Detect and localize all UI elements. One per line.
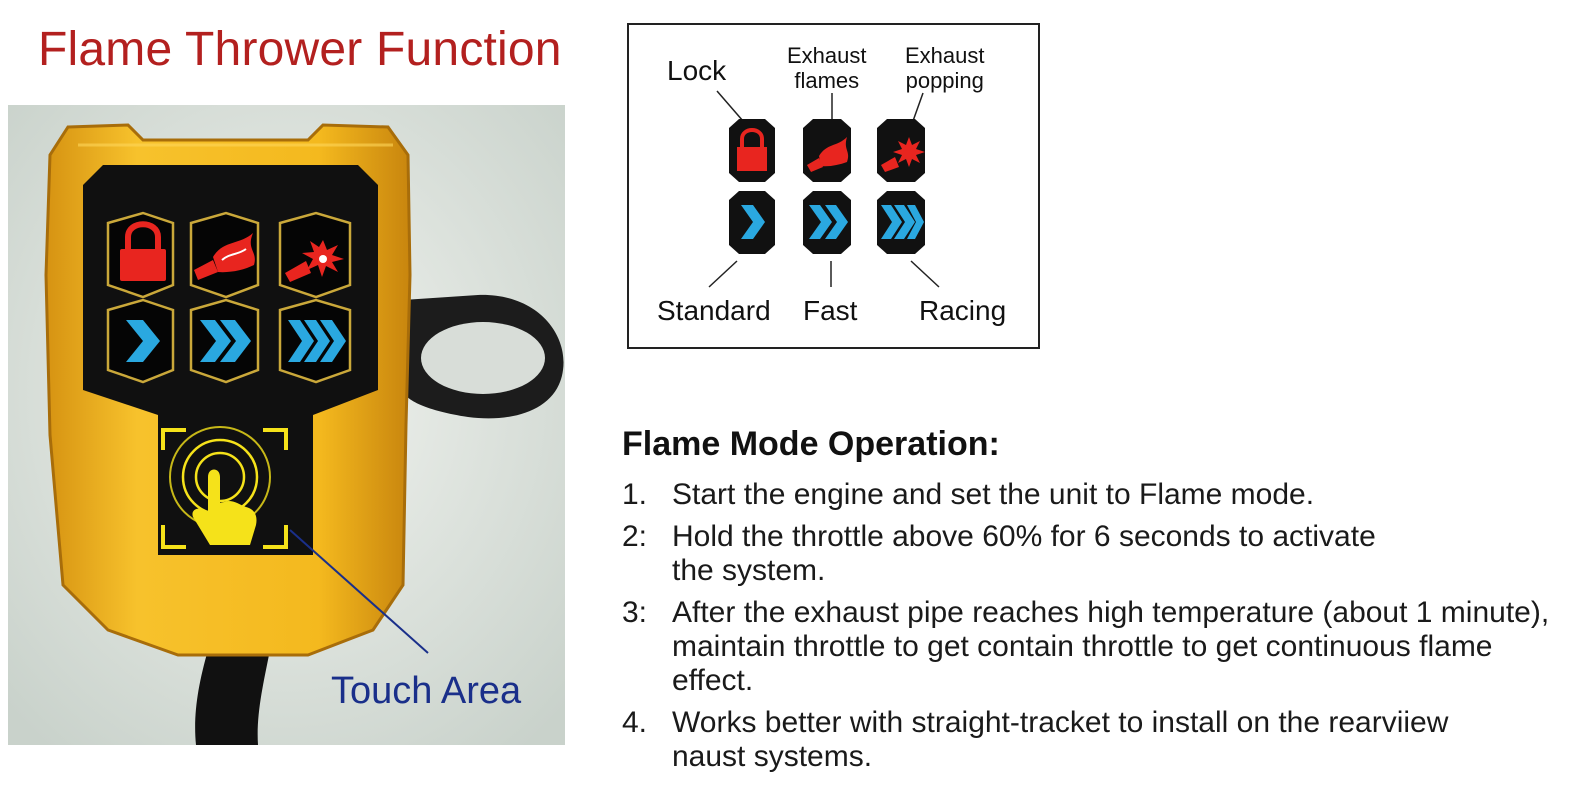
standard-leader-line bbox=[708, 260, 738, 288]
step-text: After the exhaust pipe reaches high temp… bbox=[672, 596, 1550, 697]
remote-exhaust-flames-button[interactable] bbox=[189, 211, 260, 299]
legend-label-racing: Racing bbox=[919, 295, 1007, 326]
instruction-step: 3: After the exhaust pipe reaches high t… bbox=[622, 596, 1552, 698]
touch-leader-line bbox=[289, 529, 429, 654]
instructions-section: Flame Mode Operation: 1. Start the engin… bbox=[622, 425, 1552, 782]
legend-label-exhaust-popping: Exhaust popping bbox=[905, 43, 985, 93]
remote-standard-button[interactable] bbox=[106, 298, 175, 384]
step-number: 2: bbox=[622, 520, 648, 553]
exhaust-flames-icon bbox=[194, 233, 255, 280]
legend-lock-icon bbox=[729, 119, 775, 182]
step-text: Works better with straight-tracket to in… bbox=[672, 706, 1449, 773]
remote-cable bbox=[195, 650, 270, 745]
remote-illustration bbox=[8, 105, 565, 745]
legend-exhaust-flames-icon bbox=[803, 119, 851, 182]
step-number: 1. bbox=[622, 478, 648, 511]
lanyard-ring bbox=[403, 294, 564, 419]
legend-racing-icon bbox=[877, 191, 925, 254]
instruction-step: 4. Works better with straight-tracket to… bbox=[622, 706, 1552, 774]
step-number: 4. bbox=[622, 706, 648, 739]
touch-area[interactable] bbox=[161, 426, 288, 549]
lock-icon bbox=[120, 221, 166, 281]
legend-label-standard: Standard bbox=[657, 295, 771, 326]
instruction-step: 1. Start the engine and set the unit to … bbox=[622, 478, 1552, 512]
legend-fast-icon bbox=[803, 191, 851, 254]
step-number: 3: bbox=[622, 596, 648, 629]
popping-leader-line bbox=[912, 92, 924, 122]
remote-lock-button[interactable] bbox=[106, 211, 175, 299]
legend-standard-icon bbox=[729, 191, 775, 254]
fast-chevron-icon bbox=[200, 320, 251, 362]
exhaust-popping-icon bbox=[285, 240, 344, 282]
remote-exhaust-popping-button[interactable] bbox=[278, 211, 352, 299]
remote-racing-button[interactable] bbox=[278, 298, 352, 384]
legend-box: Lock Exhaust flames Exhaust popping Stan… bbox=[627, 23, 1040, 349]
touch-area-label: Touch Area bbox=[331, 670, 522, 712]
standard-chevron-icon bbox=[126, 320, 160, 362]
instruction-step: 2: Hold the throttle above 60% for 6 sec… bbox=[622, 520, 1552, 588]
step-text: Start the engine and set the unit to Fla… bbox=[672, 478, 1315, 511]
legend-label-exhaust-flames: Exhaust flames bbox=[787, 43, 867, 93]
instructions-heading: Flame Mode Operation: bbox=[622, 425, 1000, 463]
legend-exhaust-popping-icon bbox=[877, 119, 925, 182]
racing-chevron-icon bbox=[288, 320, 346, 362]
racing-leader-line bbox=[910, 260, 940, 288]
page-title: Flame Thrower Function bbox=[38, 23, 562, 76]
legend-label-lock: Lock bbox=[667, 55, 727, 86]
lock-leader-line bbox=[716, 90, 744, 122]
step-text: Hold the throttle above 60% for 6 second… bbox=[672, 520, 1376, 587]
touch-hand-icon bbox=[169, 426, 271, 545]
legend-label-fast: Fast bbox=[803, 295, 858, 326]
remote-fast-button[interactable] bbox=[189, 298, 260, 384]
legend-icons bbox=[708, 90, 940, 288]
